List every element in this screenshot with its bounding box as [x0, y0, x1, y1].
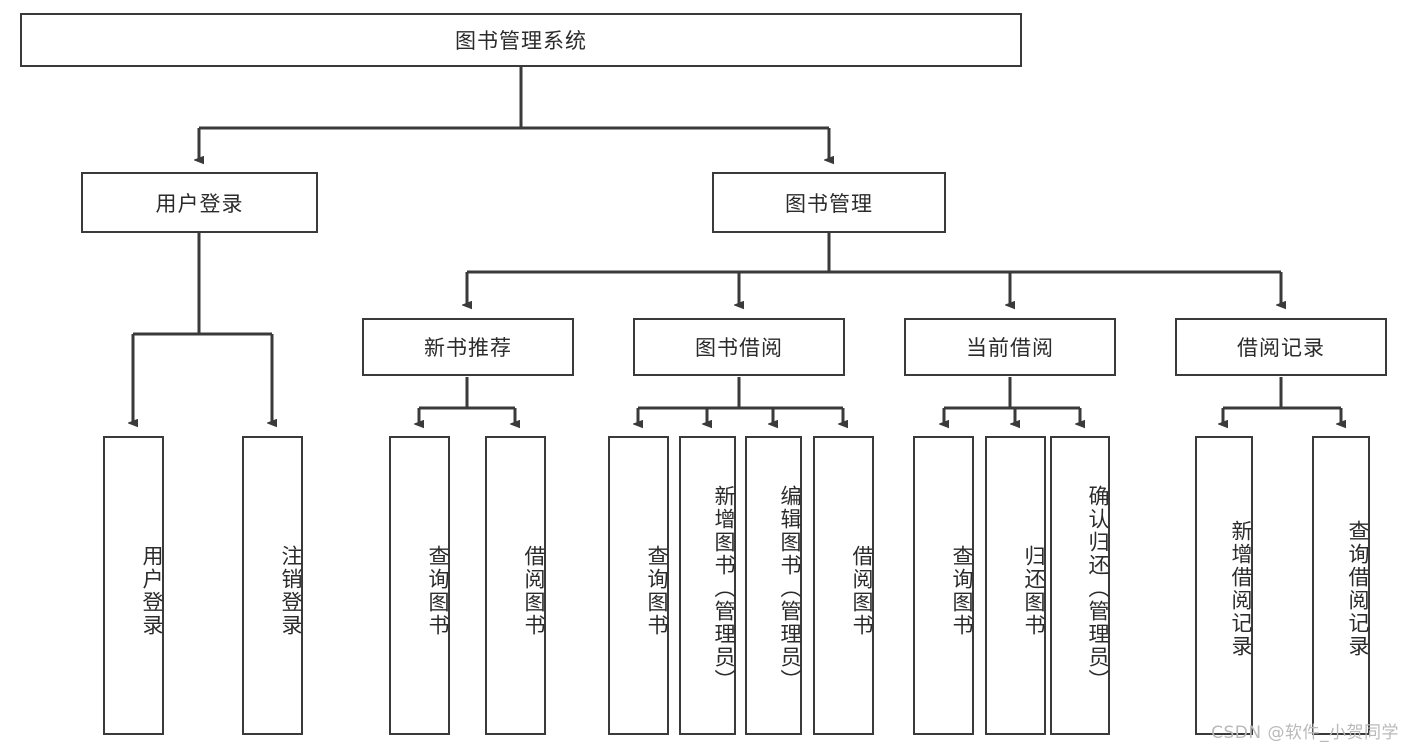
leaf-current-borrow-return-book[interactable]: 归还图书 — [985, 436, 1046, 735]
node-label: 注销登录 — [279, 544, 303, 637]
node-label: 查询图书 — [645, 544, 669, 637]
node-label: 新书推荐 — [424, 336, 512, 360]
leaf-book-borrow-query-book[interactable]: 查询图书 — [608, 436, 669, 735]
leaf-book-borrow-edit-book-admin[interactable]: 编辑图书（管理员） — [745, 436, 802, 735]
node-label: 图书管理系统 — [455, 29, 587, 53]
leaf-new-book-query-book[interactable]: 查询图书 — [389, 436, 450, 735]
node-label: 图书管理 — [785, 191, 873, 216]
node-label: 用户登录 — [155, 191, 244, 216]
node-label: 查询借阅记录 — [1346, 519, 1370, 658]
leaf-book-borrow-add-book-admin[interactable]: 新增图书（管理员） — [679, 436, 736, 735]
leaf-current-borrow-confirm-return-admin[interactable]: 确认归还（管理员） — [1050, 436, 1110, 735]
leaf-user-login-login[interactable]: 用户登录 — [103, 436, 164, 735]
node-book-management[interactable]: 图书管理 — [712, 172, 946, 233]
node-label: 归还图书 — [1022, 544, 1046, 637]
leaf-user-login-logout[interactable]: 注销登录 — [242, 436, 303, 735]
watermark: CSDN @软件_小贺同学 — [1211, 723, 1399, 743]
leaf-borrow-record-add-record[interactable]: 新增借阅记录 — [1195, 436, 1253, 735]
node-label: 查询图书 — [426, 544, 450, 637]
node-label: 借阅图书 — [522, 544, 546, 637]
node-label: 借阅图书 — [850, 544, 874, 637]
node-label: 图书借阅 — [695, 336, 783, 360]
leaf-new-book-borrow-book[interactable]: 借阅图书 — [485, 436, 546, 735]
node-label: 当前借阅 — [966, 336, 1054, 360]
node-current-borrow[interactable]: 当前借阅 — [904, 318, 1116, 376]
node-book-borrow[interactable]: 图书借阅 — [633, 318, 845, 376]
leaf-current-borrow-query-book[interactable]: 查询图书 — [913, 436, 974, 735]
node-label: 查询图书 — [950, 544, 974, 637]
node-root-book-management-system[interactable]: 图书管理系统 — [20, 13, 1022, 67]
leaf-borrow-record-query-record[interactable]: 查询借阅记录 — [1312, 436, 1370, 735]
node-label: 编辑图书（管理员） — [778, 485, 802, 692]
node-borrow-record[interactable]: 借阅记录 — [1175, 318, 1387, 376]
node-label: 新增图书（管理员） — [712, 485, 736, 692]
node-label: 确认归还（管理员） — [1086, 485, 1110, 692]
leaf-book-borrow-borrow-book[interactable]: 借阅图书 — [813, 436, 874, 735]
node-label: 用户登录 — [140, 544, 164, 637]
node-new-book-recommend[interactable]: 新书推荐 — [362, 318, 574, 376]
node-label: 新增借阅记录 — [1229, 519, 1253, 658]
node-label: 借阅记录 — [1237, 336, 1325, 360]
node-user-login[interactable]: 用户登录 — [81, 172, 318, 233]
